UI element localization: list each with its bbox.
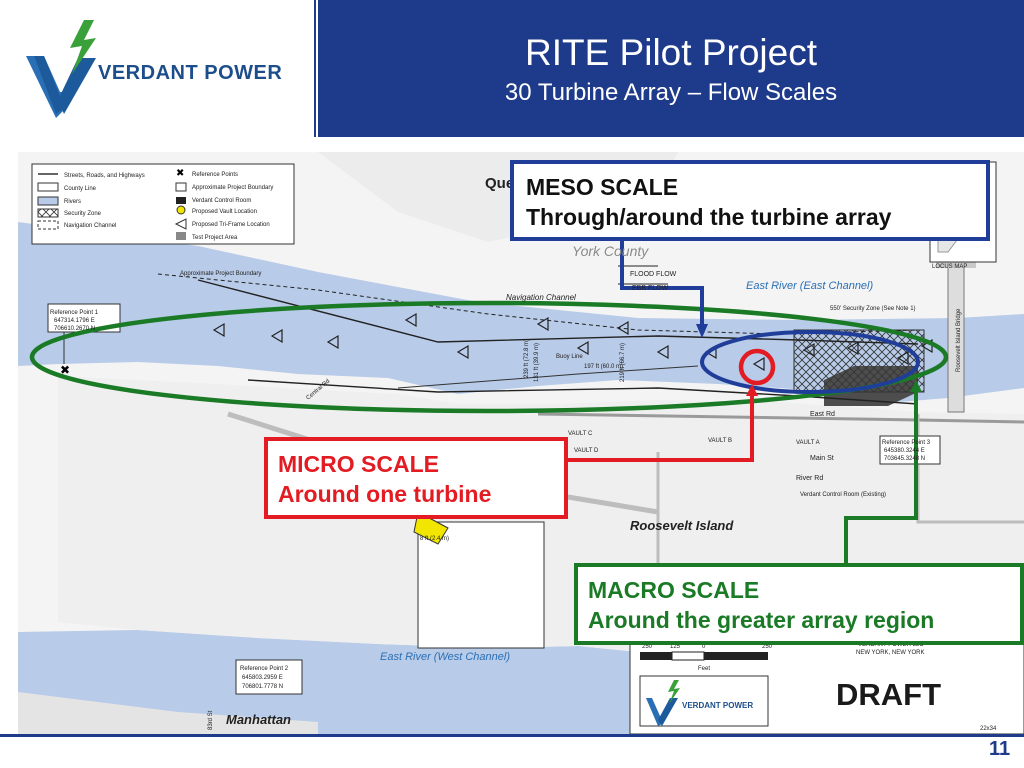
dist-239-label: 239 ft (72.8 m) xyxy=(524,339,530,378)
slide-title: RITE Pilot Project xyxy=(525,32,817,73)
svg-text:Approximate Project Boundary: Approximate Project Boundary xyxy=(192,185,273,191)
ref3-n: 703645.3248 N xyxy=(884,456,925,462)
west-channel-river xyxy=(18,630,658,734)
svg-text:Proposed Vault Location: Proposed Vault Location xyxy=(192,209,257,215)
east-channel-label: East River (East Channel) xyxy=(746,280,873,292)
svg-text:Verdant Control Room: Verdant Control Room xyxy=(192,198,251,204)
svg-text:Navigation Channel: Navigation Channel xyxy=(64,223,116,229)
scale-tick-3: 0 xyxy=(702,644,706,650)
security-zone-label: 550' Security Zone (See Note 1) xyxy=(830,306,916,312)
ref2-e: 645803.2959 E xyxy=(242,675,283,681)
scale-unit: Feet xyxy=(698,666,710,672)
meso-connector xyxy=(620,241,704,332)
vault-b-label: VAULT B xyxy=(708,438,732,444)
svg-text:Test Project Area: Test Project Area xyxy=(192,235,238,241)
meso-scale-callout: MESO SCALE Through/around the turbine ar… xyxy=(510,160,990,241)
micro-scale-title: MICRO SCALE xyxy=(278,451,439,477)
navigation-channel-label: Navigation Channel xyxy=(506,293,576,302)
queens-label: Que xyxy=(485,175,514,192)
footer-divider xyxy=(0,734,1024,737)
svg-text:✖: ✖ xyxy=(60,363,70,377)
roosevelt-island-label: Roosevelt Island xyxy=(630,518,734,533)
ref1-title: Reference Point 1 xyxy=(50,310,99,316)
scale-tick-1: 250 xyxy=(642,644,653,650)
scale-tick-2: 125 xyxy=(670,644,681,650)
scale-bar xyxy=(640,651,768,661)
micro-scale-callout: MICRO SCALE Around one turbine xyxy=(264,437,568,519)
turbine-array xyxy=(212,312,933,372)
title-banner: RITE Pilot Project 30 Turbine Array – Fl… xyxy=(318,0,1024,137)
dist-219-label: 219 ft (66.7 m) xyxy=(620,343,626,382)
macro-scale-text: Around the greater array region xyxy=(588,607,935,633)
ref2-n: 706801.7778 N xyxy=(242,684,283,690)
flood-flow-label: FLOOD FLOW xyxy=(630,271,677,278)
meso-scale-ellipse xyxy=(700,330,920,394)
ref1-n: 706610.2670 N xyxy=(54,326,95,332)
security-zone xyxy=(793,329,925,393)
bridge-label: Roosevelt Island Bridge xyxy=(956,308,962,372)
micro-connector xyxy=(568,392,754,462)
vault-a-label: VAULT A xyxy=(796,440,820,446)
east-rd-label: East Rd xyxy=(810,411,835,418)
svg-text:Streets, Roads, and Highways: Streets, Roads, and Highways xyxy=(64,173,145,179)
slide-header: VERDANT POWER RITE Pilot Project 30 Turb… xyxy=(0,0,1024,137)
vault-c-label: VAULT C xyxy=(568,431,593,437)
ebb-flow-label: EBB FLOW xyxy=(632,285,669,292)
control-room-label: Verdant Control Room (Existing) xyxy=(800,492,886,498)
page-number: 11 xyxy=(989,738,1011,760)
slide-subtitle: 30 Turbine Array – Flow Scales xyxy=(504,79,838,106)
ref3-e: 645380.3244 E xyxy=(884,448,925,454)
dist-131-label: 131 ft (39.9 m) xyxy=(534,343,540,382)
map-legend: ✖ xyxy=(31,163,295,245)
west-channel-label: East River (West Channel) xyxy=(380,651,510,663)
locus-map-label: LOCUS MAP xyxy=(932,264,967,270)
svg-text:✖: ✖ xyxy=(176,168,184,179)
meso-scale-text: Through/around the turbine array xyxy=(526,204,892,230)
company-line-1: VERDANT POWER LLC xyxy=(858,642,924,648)
dist-197-label: 197 ft (60.0 m) xyxy=(584,364,623,370)
company-line-2: NEW YORK, NEW YORK xyxy=(856,650,924,656)
buoy-line-label: Buoy Line xyxy=(556,354,583,360)
project-map: ✖ ✖ xyxy=(18,152,1024,734)
draft-stamp: DRAFT xyxy=(836,677,942,712)
small-logo-icon xyxy=(646,680,680,726)
map-drawing: ✖ ✖ xyxy=(18,152,1024,734)
street-83-label: 83rd St xyxy=(208,710,214,730)
macro-scale-title: MACRO SCALE xyxy=(588,577,760,603)
svg-text:Reference Points: Reference Points xyxy=(192,172,238,178)
company-logo: VERDANT POWER xyxy=(0,0,316,137)
macro-connector xyxy=(844,388,918,564)
manhattan-label: Manhattan xyxy=(226,712,291,727)
micro-scale-text: Around one turbine xyxy=(278,481,492,507)
scale-tick-4: 250 xyxy=(762,644,773,650)
main-st-label: Main St xyxy=(810,455,834,462)
vault-d-label: VAULT D xyxy=(574,448,599,454)
ref3-title: Reference Point 3 xyxy=(882,440,931,446)
small-logo-text: VERDANT POWER xyxy=(682,701,753,710)
svg-text:Security Zone: Security Zone xyxy=(64,211,102,217)
logo-text: VERDANT POWER xyxy=(98,62,283,84)
macro-scale-callout: MACRO SCALE Around the greater array reg… xyxy=(574,563,1024,645)
east-channel-river xyxy=(18,222,1024,402)
county-label: York County xyxy=(572,243,649,259)
meso-scale-title: MESO SCALE xyxy=(526,174,679,200)
river-rd-label: River Rd xyxy=(796,475,823,482)
macro-scale-ellipse xyxy=(29,300,949,414)
dist-8-label: 8 ft (2.4 m) xyxy=(420,536,449,542)
svg-text:Rivers: Rivers xyxy=(64,199,81,205)
sheet-size: 22x34 xyxy=(980,726,997,732)
ref1-e: 647314.1796 E xyxy=(54,318,95,324)
svg-text:Proposed Tri-Frame Location: Proposed Tri-Frame Location xyxy=(192,222,270,228)
verdant-logo-icon xyxy=(26,20,96,118)
approx-boundary-label: Approximate Project Boundary xyxy=(180,271,261,277)
ref2-title: Reference Point 2 xyxy=(240,666,289,672)
micro-scale-circle xyxy=(738,348,776,386)
svg-text:County Line: County Line xyxy=(64,186,97,192)
